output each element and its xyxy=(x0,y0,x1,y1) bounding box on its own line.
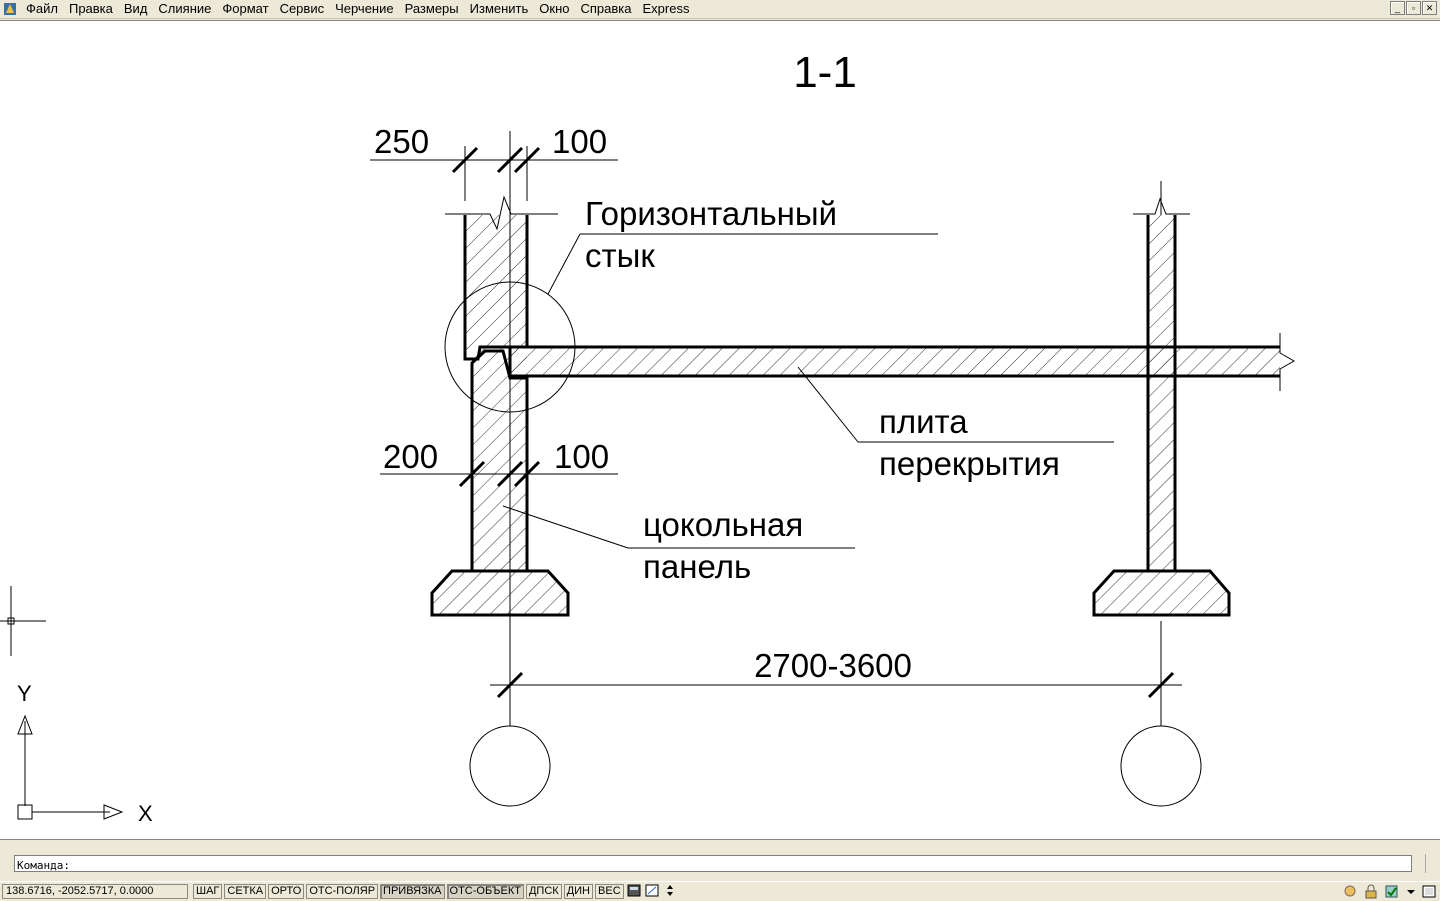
ucs-x-label: X xyxy=(138,801,153,826)
joint-detail-circle xyxy=(444,281,576,413)
dim-250-label: 250 xyxy=(374,123,429,160)
close-button[interactable]: ✕ xyxy=(1422,1,1437,15)
menu-express[interactable]: Express xyxy=(642,1,690,16)
crosshair-cursor xyxy=(0,586,46,656)
axis-bubble-right xyxy=(1120,725,1202,807)
section-title: 1-1 xyxy=(793,48,857,97)
status-toggles: ШАГ СЕТКА ОРТО ОТС-ПОЛЯР ПРИВЯЗКА ОТС-ОБ… xyxy=(193,884,678,899)
menu-format[interactable]: Формат xyxy=(222,1,269,16)
menu-tools[interactable]: Сервис xyxy=(279,1,325,16)
menu-help[interactable]: Справка xyxy=(580,1,632,16)
menu-window[interactable]: Окно xyxy=(539,1,570,16)
drawing-canvas[interactable]: 1-1 xyxy=(0,20,1440,840)
scroll-arrows-icon[interactable] xyxy=(662,884,678,899)
model-space-icon[interactable] xyxy=(626,884,642,899)
drawing-svg: 1-1 xyxy=(0,48,1296,826)
dimension-top xyxy=(370,146,618,201)
clean-screen-icon[interactable] xyxy=(1422,884,1436,899)
toggle-grid[interactable]: СЕТКА xyxy=(224,884,267,899)
menu-modify[interactable]: Изменить xyxy=(469,1,529,16)
menu-draw[interactable]: Черчение xyxy=(335,1,394,16)
label-slab-line1: плита xyxy=(879,403,968,440)
footing-left xyxy=(430,569,570,617)
leader-slab xyxy=(797,366,1114,443)
plinth-panel-left xyxy=(470,349,529,571)
dim-200-label: 200 xyxy=(383,438,438,475)
ucs-icon xyxy=(17,714,124,820)
toggle-otrack[interactable]: ОТС-ОБЪЕКТ xyxy=(446,884,524,899)
command-area: Команда: xyxy=(0,841,1440,881)
communication-center-icon[interactable] xyxy=(1342,884,1358,899)
toggle-osnap[interactable]: ПРИВЯЗКА xyxy=(380,884,445,899)
dim-100-mid-label: 100 xyxy=(554,438,609,475)
dimension-span xyxy=(490,651,1182,701)
upper-wall-panel-left xyxy=(445,195,558,361)
coordinate-readout: 138.6716, -2052.5717, 0.0000 xyxy=(2,884,188,899)
footing-right xyxy=(1092,569,1231,617)
leader-panel xyxy=(502,505,855,549)
toggle-polar[interactable]: ОТС-ПОЛЯР xyxy=(306,884,379,899)
menu-edit[interactable]: Правка xyxy=(68,1,113,16)
status-bar: 138.6716, -2052.5717, 0.0000 ШАГ СЕТКА О… xyxy=(0,881,1440,901)
dim-span-label: 2700-3600 xyxy=(754,647,912,684)
label-panel-line2: панель xyxy=(643,548,751,585)
menu-merge[interactable]: Слияние xyxy=(158,1,212,16)
wall-right xyxy=(1133,181,1190,571)
menu-view[interactable]: Вид xyxy=(123,1,148,16)
label-joint-line2: стык xyxy=(585,237,655,274)
menu-items: Файл Правка Вид Слияние Формат Сервис Че… xyxy=(22,0,696,18)
menu-file[interactable]: Файл xyxy=(26,1,58,16)
autocad-app-icon[interactable] xyxy=(3,2,17,16)
window-controls: _ ▫ ✕ xyxy=(1390,1,1437,15)
menu-dimension[interactable]: Размеры xyxy=(404,1,459,16)
label-slab-line2: перекрытия xyxy=(879,445,1060,482)
label-joint-line1: Горизонтальный xyxy=(585,195,837,232)
ucs-y-label: Y xyxy=(17,681,32,706)
minimize-button[interactable]: _ xyxy=(1390,1,1405,15)
layout-icon[interactable] xyxy=(644,884,660,899)
toggle-ortho[interactable]: ОРТО xyxy=(268,884,305,899)
lock-icon[interactable] xyxy=(1363,884,1379,899)
toggle-snap[interactable]: ШАГ xyxy=(193,884,223,899)
status-tray xyxy=(1342,884,1436,899)
menu-bar: Файл Правка Вид Слияние Формат Сервис Че… xyxy=(0,0,1440,19)
leader-joint xyxy=(547,233,938,295)
dim-100-top-label: 100 xyxy=(552,123,607,160)
toggle-lwt[interactable]: ВЕС xyxy=(595,884,624,899)
axis-bubble-left xyxy=(469,725,551,807)
toggle-dyn[interactable]: ДИН xyxy=(563,884,594,899)
toggle-ducs[interactable]: ДПСК xyxy=(525,884,562,899)
command-prompt: Команда: xyxy=(17,859,70,872)
trusted-autodesk-icon[interactable] xyxy=(1384,884,1400,899)
label-panel-line1: цокольная xyxy=(643,506,803,543)
restore-button[interactable]: ▫ xyxy=(1406,1,1421,15)
command-scrollbar[interactable] xyxy=(1425,854,1440,873)
status-menu-arrow-icon[interactable] xyxy=(1405,884,1417,899)
dimension-middle xyxy=(380,460,618,488)
command-line[interactable]: Команда: xyxy=(14,855,1412,872)
